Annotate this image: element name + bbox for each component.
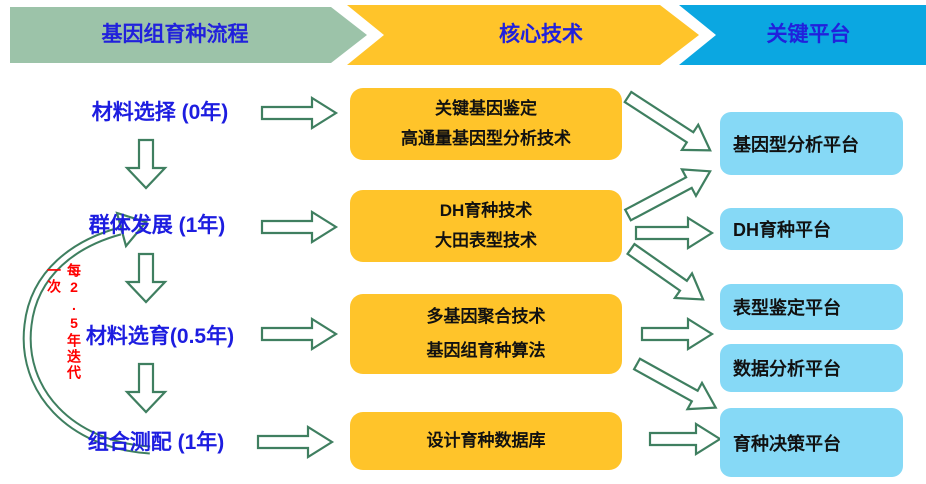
tech-line: DH育种技术 [439,200,533,220]
tech-line: 多基因聚合技术 [426,307,546,327]
platform-label: 数据分析平台 [733,359,841,379]
tech-box-gene-identification: 关键基因鉴定 高通量基因型分析技术 [350,88,622,160]
platform-header-label: 关键平台 [766,23,851,46]
step4-tech-arrow [256,425,335,459]
platform-data-analysis: 数据分析平台 [720,344,903,392]
platform-label: 育种决策平台 [733,433,841,454]
platform-label: DH育种平台 [733,220,831,240]
platform-phenotype-identification: 表型鉴定平台 [720,284,903,330]
platform-dh-breeding: DH育种平台 [720,208,903,250]
step2-tech-arrow [260,210,339,244]
iteration-loop-arrow [22,211,151,455]
tech-box-dh-breeding: DH育种技术 大田表型技术 [350,190,622,262]
tech4-decision-platform-arrow [648,422,723,456]
tech-box-design-breeding-database: 设计育种数据库 [350,412,622,470]
platform-genotype-analysis: 基因型分析平台 [720,112,903,175]
tech-line: 高通量基因型分析技术 [401,129,571,149]
process-header-label: 基因组育种流程 [101,23,249,46]
process-header-chevron [10,7,367,63]
step1-tech-arrow [260,96,339,130]
tech-line: 基因组育种算法 [426,340,546,360]
tech-line: 设计育种数据库 [426,431,546,450]
tech2-genotype-platform-arrow [623,168,712,222]
down-arrow-step1-step2 [124,138,168,190]
platform-label: 表型鉴定平台 [733,298,841,318]
technology-header-label: 核心技术 [499,23,583,46]
step-material-selection: 材料选择 (0年) [91,101,229,124]
platform-breeding-decision: 育种决策平台 [720,408,903,477]
step-material-breeding: 材料选育(0.5年) [85,325,235,348]
tech3-data-platform-arrow [640,317,715,351]
tech3-decision-platform-arrow [632,357,718,411]
platform-label: 基因型分析平台 [733,134,859,155]
step3-tech-arrow [260,317,339,351]
step-population-development: 群体发展 (1年) [88,214,226,237]
down-arrow-step3-step4 [124,362,168,414]
tech-box-gene-pyramiding: 多基因聚合技术 基因组育种算法 [350,294,622,374]
down-arrow-step2-step3 [124,252,168,304]
iteration-cycle-note: 每2.5年迭代一次 [46,263,82,381]
tech2-dh-platform-arrow [634,216,715,250]
step-combination-testing: 组合测配 (1年) [87,431,225,454]
tech2-phenotype-platform-arrow [626,242,705,301]
technology-header-chevron [347,5,699,65]
tech-line: 大田表型技术 [435,231,537,251]
tech1-genotype-platform-arrow [623,90,712,152]
tech-line: 关键基因鉴定 [435,98,537,118]
platform-header-chevron [679,5,926,65]
